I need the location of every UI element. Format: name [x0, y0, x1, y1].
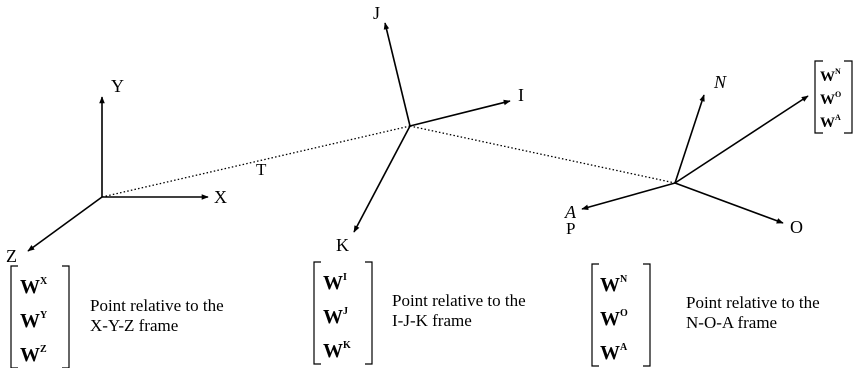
noa-w-n: WN: [600, 274, 628, 296]
noa-frame: N O A: [564, 72, 809, 237]
noa-o-axis: [674, 182, 784, 224]
ijk-j-axis: [383, 22, 411, 127]
ijk-k-axis: [353, 125, 411, 233]
ijk-point-vector: WI WJ WK Point relative to the I-J-K fra…: [313, 261, 526, 365]
noa-bracket-right: [643, 263, 651, 367]
ijk-w-j: WJ: [323, 306, 348, 328]
ijk-w-i: WI: [323, 272, 347, 294]
label-p: P: [566, 219, 575, 238]
noa-w-o: WO: [600, 308, 628, 330]
world-w-y: WY: [20, 310, 48, 332]
world-w-x: WX: [20, 276, 48, 298]
world-frame: Y X Z: [6, 76, 227, 266]
noa-bracket-left: [591, 263, 599, 367]
corner-w-n: WN: [820, 67, 841, 85]
corner-w-a: WA: [820, 113, 841, 131]
corner-bracket-left: [814, 60, 823, 134]
ijk-bracket-left: [313, 261, 321, 365]
world-x-label: X: [214, 187, 227, 207]
noa-point-vector: [674, 95, 809, 184]
translation-t-line: [101, 125, 411, 198]
ijk-caption-line1: Point relative to the: [392, 291, 526, 310]
world-caption-line1: Point relative to the: [90, 296, 224, 315]
world-bracket-left: [10, 265, 18, 368]
world-z-axis: [27, 196, 103, 252]
noa-a-axis: [581, 182, 676, 211]
ijk-i-axis: [409, 99, 511, 127]
world-bracket-right: [62, 265, 70, 368]
noa-caption-line1: Point relative to the: [686, 293, 820, 312]
ijk-w-k: WK: [323, 340, 351, 362]
noa-a-label: A: [564, 202, 577, 222]
noa-w-a: WA: [600, 342, 628, 364]
ijk-caption-line2: I-J-K frame: [392, 311, 472, 330]
world-point-vector: WX WY WZ Point relative to the X-Y-Z fra…: [10, 265, 224, 368]
noa-o-label: O: [790, 217, 803, 237]
ijk-k-label: K: [336, 235, 349, 255]
world-z-label: Z: [6, 246, 17, 266]
ijk-j-label: J: [373, 3, 380, 23]
ijk-frame: J I K: [336, 3, 524, 255]
label-t: T: [256, 160, 267, 179]
ijk-bracket-right: [365, 261, 373, 365]
noa-n-label: N: [713, 72, 727, 92]
world-caption-line2: X-Y-Z frame: [90, 316, 178, 335]
corner-noa-vector: WN WO WA: [814, 60, 853, 134]
world-y-label: Y: [111, 76, 124, 96]
noa-point-vector-column: WN WO WA Point relative to the N-O-A fra…: [591, 263, 820, 367]
world-w-z: WZ: [20, 344, 47, 366]
noa-caption-line2: N-O-A frame: [686, 313, 777, 332]
corner-bracket-right: [844, 60, 853, 134]
translation-p-line: [409, 125, 676, 184]
corner-w-o: WO: [820, 90, 841, 108]
ijk-i-label: I: [518, 85, 524, 105]
noa-n-axis: [674, 94, 705, 184]
